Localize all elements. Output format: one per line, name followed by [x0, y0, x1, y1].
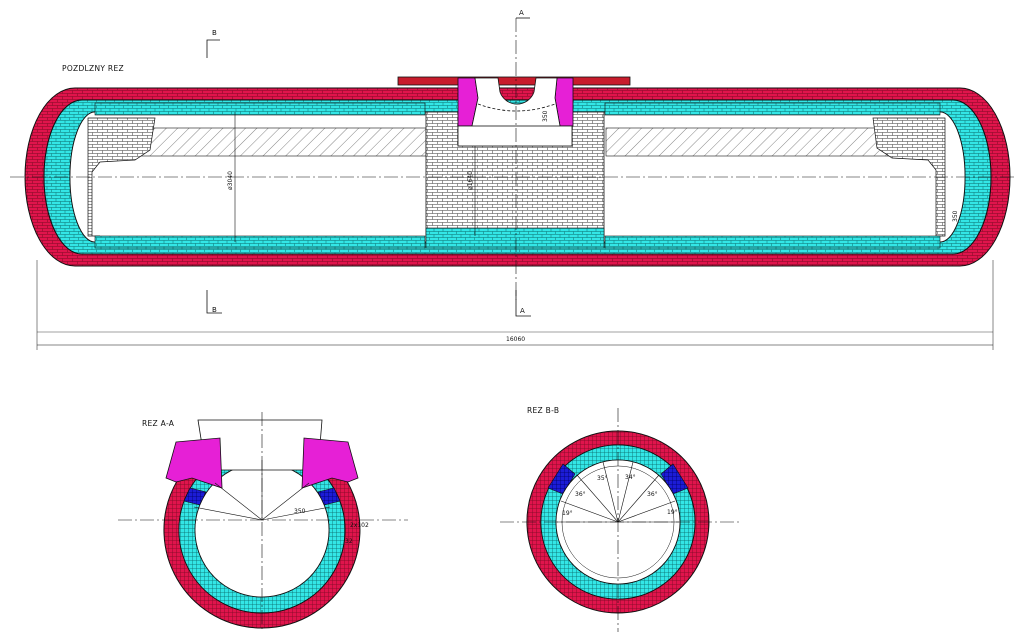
aa-tuyere-left: [165, 437, 223, 489]
bb-angle-label: 35°: [597, 475, 608, 482]
bottom-band-left: [94, 235, 426, 249]
aa-gap-dim: 32: [345, 538, 353, 545]
cut-marker-b-bottom: B: [206, 290, 222, 314]
cut-marker-b-top: B: [206, 29, 220, 58]
section-b-b: REZ B-B 19° 36° 35° 34° 36° 19°: [500, 406, 740, 632]
inner-diameter-dim: ø3040: [227, 171, 234, 190]
svg-text:B: B: [212, 306, 217, 314]
svg-text:A: A: [520, 307, 525, 315]
longitudinal-section: POZDLZNY REZ ø: [10, 9, 1015, 350]
port-height-dim: 350: [542, 110, 549, 122]
section-a-a-title: REZ A-A: [142, 419, 175, 428]
aa-layers-dim: 2x102: [350, 522, 369, 529]
svg-text:B: B: [212, 29, 217, 37]
bb-angle-label: 36°: [575, 491, 586, 498]
tuyere-base: [457, 125, 573, 147]
bb-angle-label: 19°: [667, 509, 678, 516]
cut-marker-a-top: A: [516, 9, 530, 19]
top-band-right: [604, 102, 941, 116]
top-band-left: [94, 102, 426, 116]
end-thickness-dim: 350: [952, 210, 959, 222]
aa-thickness-dim: 350: [294, 508, 306, 515]
overall-length-text: 16060: [506, 336, 525, 343]
bb-angle-label: 34°: [625, 474, 636, 481]
aa-tuyere-right: [301, 437, 359, 489]
cut-marker-a-bottom: A: [515, 290, 531, 317]
bb-angle-label: 19°: [562, 510, 573, 517]
longitudinal-section-title: POZDLZNY REZ: [62, 64, 124, 73]
end-wall-left: [87, 117, 156, 237]
central-bottom-band: [425, 227, 605, 249]
overall-length-dimension: 16060: [36, 260, 994, 350]
svg-text:A: A: [519, 9, 524, 17]
section-a-a: REZ A-A 350 2x102 32: [118, 412, 408, 632]
end-wall-right: [872, 117, 946, 237]
shell-top-plate: [397, 76, 631, 86]
port-diameter-dim: ø1640: [467, 171, 474, 190]
bb-blue-band-left: [547, 463, 576, 495]
bottom-band-right: [604, 235, 941, 249]
tuyere-inner-arc: [477, 103, 556, 112]
bb-angle-label: 36°: [647, 491, 658, 498]
bb-radial-lines: [557, 461, 679, 523]
bb-blue-band-right: [660, 463, 689, 495]
section-b-b-title: REZ B-B: [527, 406, 559, 415]
